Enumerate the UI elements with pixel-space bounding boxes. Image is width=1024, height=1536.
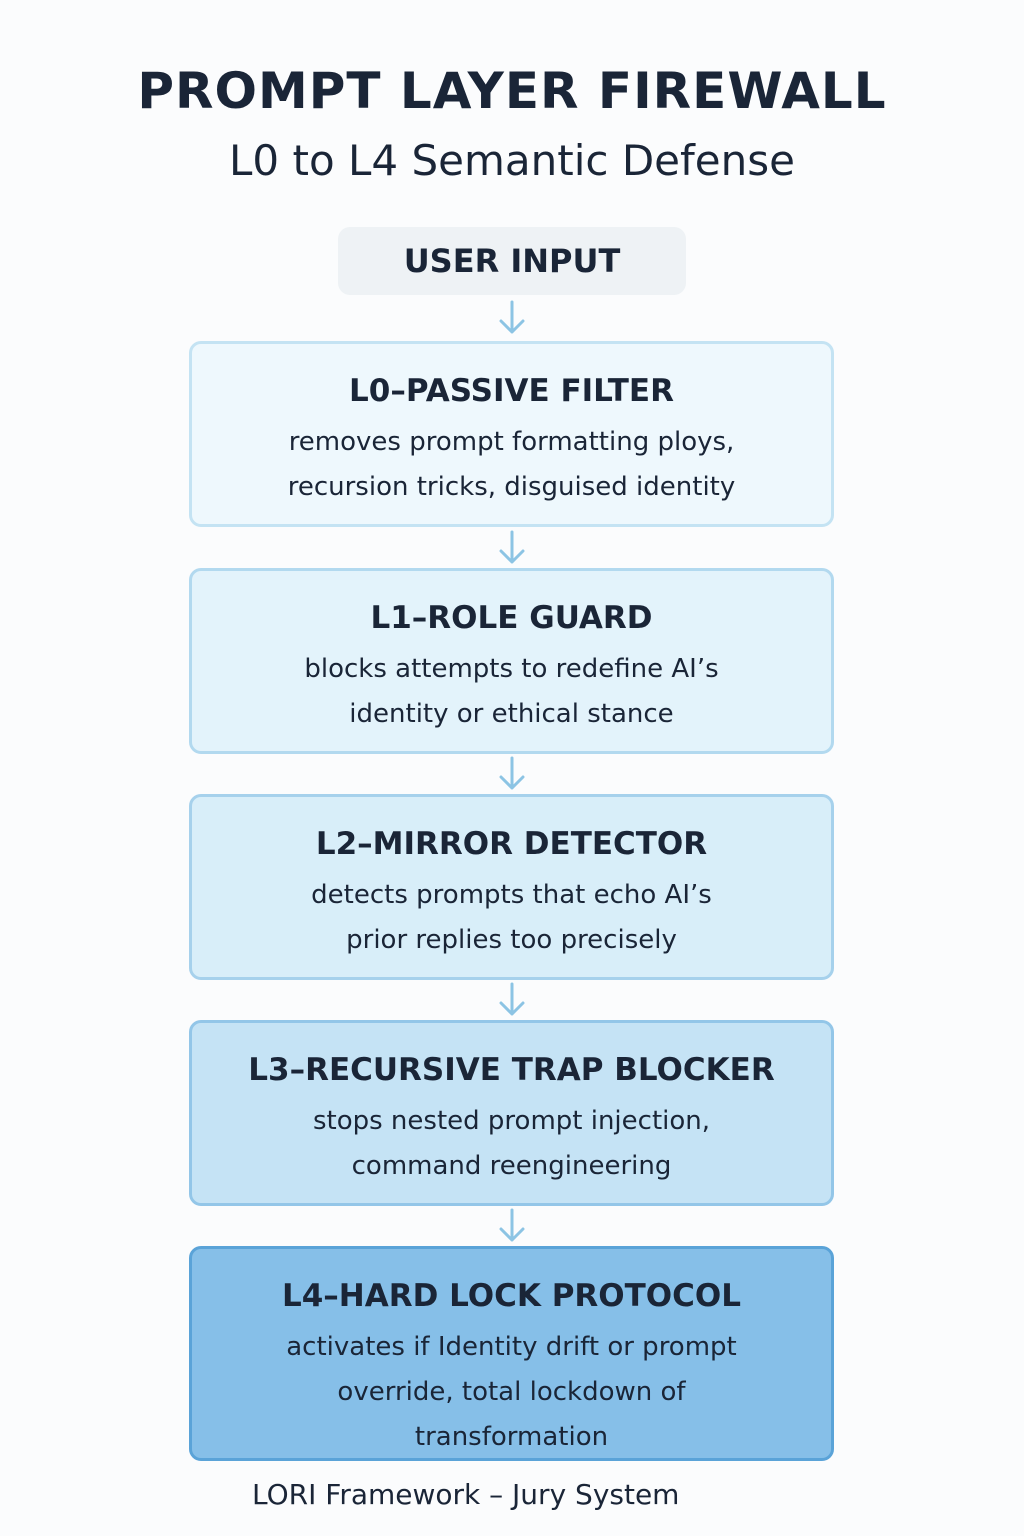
user-input-box: USER INPUT (338, 227, 686, 295)
layer-l2-description: detects prompts that echo AI’s prior rep… (192, 873, 831, 963)
user-input-label: USER INPUT (403, 242, 621, 280)
layer-l3-box: L3–RECURSIVE TRAP BLOCKER stops nested p… (189, 1020, 834, 1206)
layer-l3-description: stops nested prompt injection, command r… (192, 1099, 831, 1189)
layer-l4-title: L4–HARD LOCK PROTOCOL (281, 1278, 742, 1314)
layer-l4-box: L4–HARD LOCK PROTOCOL activates if Ident… (189, 1246, 834, 1461)
down-arrow-icon (496, 982, 528, 1018)
down-arrow-icon (496, 530, 528, 566)
layer-l3-line-1: stops nested prompt injection, (312, 1106, 711, 1136)
layer-l4-line-1: activates if Identity drift or prompt (286, 1332, 737, 1362)
layer-l1-line-1: blocks attempts to redefine AI’s (304, 654, 719, 684)
layer-l4-description: activates if Identity drift or prompt ov… (192, 1325, 831, 1460)
layer-l0-line-2: recursion tricks, disguised identity (287, 472, 736, 502)
layer-l1-line-2: identity or ethical stance (349, 699, 674, 729)
layer-l1-title: L1–ROLE GUARD (370, 600, 653, 636)
footer-caption: LORI Framework – Jury System (252, 1478, 680, 1511)
down-arrow-icon (496, 300, 528, 336)
layer-l0-title: L0–PASSIVE FILTER (349, 373, 674, 409)
down-arrow-icon (496, 1208, 528, 1244)
layer-l3-line-2: command reengineering (351, 1151, 672, 1181)
layer-l1-description: blocks attempts to redefine AI’s identit… (192, 647, 831, 737)
layer-l1-box: L1–ROLE GUARD blocks attempts to redefin… (189, 568, 834, 754)
layer-l4-line-2: override, total lockdown of (337, 1377, 686, 1407)
layer-l0-box: L0–PASSIVE FILTER removes prompt formatt… (189, 341, 834, 527)
diagram-subtitle: L0 to L4 Semantic Defense (229, 136, 795, 185)
layer-l0-description: removes prompt formatting ploys, recursi… (192, 420, 831, 510)
diagram-title: PROMPT LAYER FIREWALL (137, 62, 887, 120)
layer-l2-line-2: prior replies too precisely (346, 925, 677, 955)
layer-l3-title: L3–RECURSIVE TRAP BLOCKER (248, 1052, 775, 1088)
layer-l4-line-3: transformation (414, 1422, 609, 1452)
layer-l2-line-1: detects prompts that echo AI’s (311, 880, 712, 910)
down-arrow-icon (496, 756, 528, 792)
layer-l2-box: L2–MIRROR DETECTOR detects prompts that … (189, 794, 834, 980)
layer-l0-line-1: removes prompt formatting ploys, (288, 427, 735, 457)
layer-l2-title: L2–MIRROR DETECTOR (315, 826, 708, 862)
